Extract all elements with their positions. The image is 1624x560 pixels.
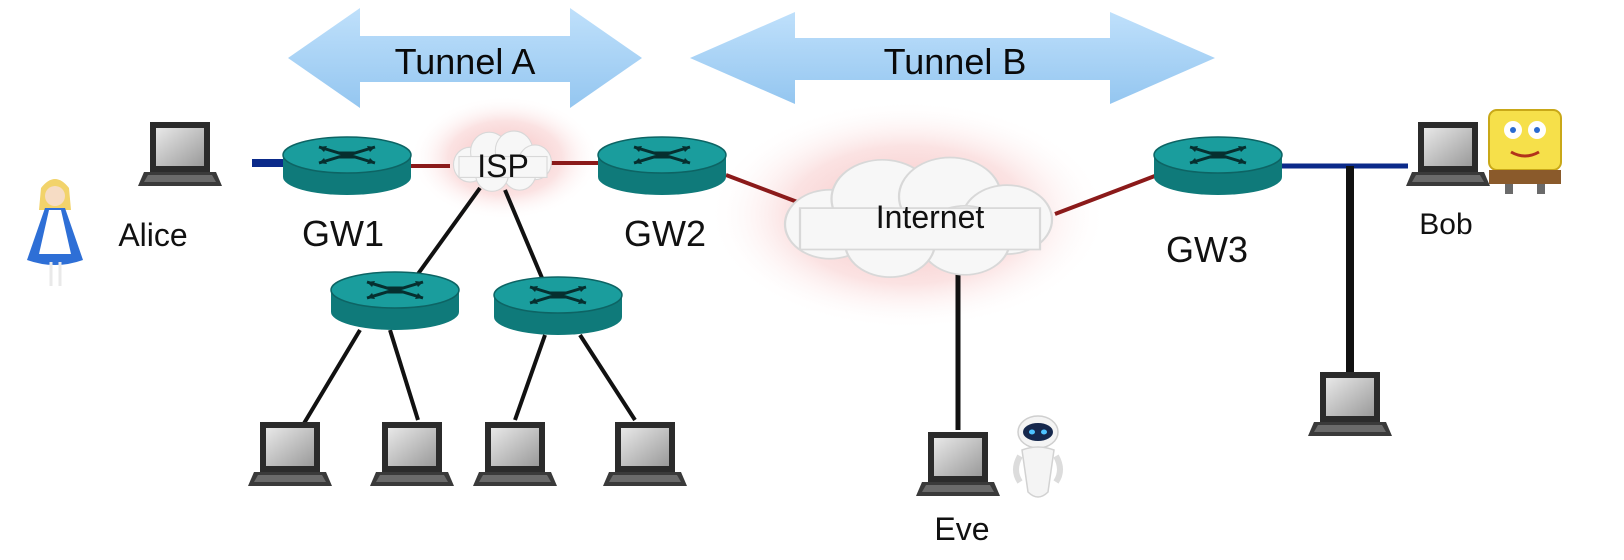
gw3-router-icon bbox=[1152, 135, 1284, 197]
links bbox=[252, 159, 1408, 432]
router-a-icon bbox=[329, 270, 461, 332]
link-router-b-laptop4 bbox=[578, 333, 637, 422]
eve-character-icon bbox=[1013, 415, 1063, 498]
link-router-a-laptop1 bbox=[298, 328, 362, 432]
alice-character-icon bbox=[27, 179, 83, 286]
router-b-icon bbox=[492, 275, 624, 337]
link-router-b-laptop3 bbox=[513, 334, 547, 421]
eve-laptop-icon bbox=[916, 432, 1000, 496]
link-isp-router-a bbox=[408, 186, 482, 287]
isp-laptop-2-icon bbox=[370, 422, 454, 486]
alice-label: Alice bbox=[118, 217, 187, 253]
link-internet-gw3 bbox=[1054, 172, 1161, 216]
link-router-a-laptop2 bbox=[388, 329, 420, 421]
link-isp-router-b bbox=[503, 189, 547, 286]
tunnel-a-label: Tunnel A bbox=[395, 41, 536, 82]
internet-label: Internet bbox=[876, 199, 985, 235]
gw1-router-icon bbox=[281, 135, 413, 197]
bob-character-icon bbox=[1488, 109, 1562, 194]
tunnel-b-label: Tunnel B bbox=[884, 41, 1027, 82]
tunnel-a-arrow: Tunnel A bbox=[288, 8, 642, 108]
link-gw2-internet bbox=[725, 173, 809, 208]
eve-label: Eve bbox=[934, 511, 989, 547]
isp-label: ISP bbox=[477, 148, 529, 184]
gw2-router-icon bbox=[596, 135, 728, 197]
bob-label: Bob bbox=[1419, 208, 1472, 241]
isp-laptop-4-icon bbox=[603, 422, 687, 486]
gw3-label: GW3 bbox=[1166, 229, 1248, 270]
gw2-label: GW2 bbox=[624, 213, 706, 254]
bob-lan-laptop-icon bbox=[1308, 372, 1392, 436]
bob-laptop-icon bbox=[1406, 122, 1490, 186]
alice-laptop-icon bbox=[138, 122, 222, 186]
isp-laptop-1-icon bbox=[248, 422, 332, 486]
gw1-label: GW1 bbox=[302, 213, 384, 254]
isp-laptop-3-icon bbox=[473, 422, 557, 486]
tunnel-b-arrow: Tunnel B bbox=[690, 12, 1215, 104]
